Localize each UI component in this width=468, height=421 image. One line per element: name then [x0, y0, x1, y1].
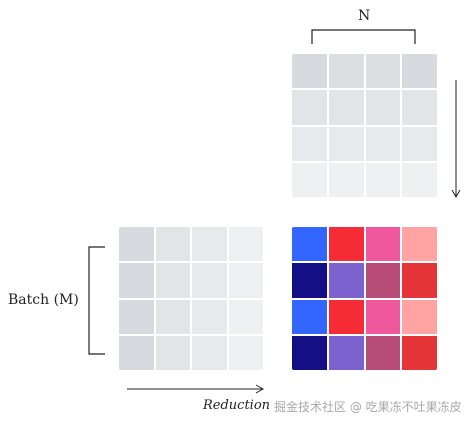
- input-matrix-grid: [119, 227, 263, 370]
- watermark-text: 掘金技术社区 @ 吃果冻不吐果冻皮: [274, 400, 462, 414]
- left-matrix-cell: [192, 263, 227, 298]
- batch-label: Batch (M): [8, 292, 79, 308]
- output-matrix-cell: [328, 227, 364, 262]
- output-matrix-grid: [292, 227, 437, 370]
- left-matrix-cell: [192, 299, 227, 334]
- top-matrix-cell: [365, 162, 401, 197]
- output-matrix-cell: [365, 263, 401, 298]
- output-matrix-cell: [402, 227, 437, 262]
- top-matrix-cell: [328, 54, 364, 89]
- left-matrix-cell: [155, 335, 190, 370]
- top-matrix-cell: [365, 54, 401, 89]
- left-matrix-cell: [228, 227, 263, 262]
- output-matrix-cell: [402, 263, 437, 298]
- top-matrix-cell: [292, 126, 327, 161]
- output-matrix-cell: [402, 335, 437, 370]
- reduction-label: Reduction: [203, 398, 271, 413]
- left-matrix-cell: [192, 335, 227, 370]
- left-matrix-cell: [119, 227, 154, 262]
- output-matrix-cell: [292, 299, 327, 334]
- top-matrix-cell: [402, 126, 437, 161]
- top-matrix-cell: [328, 126, 364, 161]
- output-matrix-cell: [328, 299, 364, 334]
- n-label: N: [358, 8, 371, 24]
- output-matrix-cell: [292, 335, 327, 370]
- left-matrix-cell: [119, 335, 154, 370]
- left-matrix-cell: [228, 263, 263, 298]
- left-matrix-cell: [119, 299, 154, 334]
- batch-bracket: [88, 246, 105, 355]
- output-matrix-cell: [402, 299, 437, 334]
- left-matrix-cell: [228, 299, 263, 334]
- output-matrix-cell: [365, 227, 401, 262]
- left-matrix-cell: [119, 263, 154, 298]
- top-matrix-cell: [292, 162, 327, 197]
- output-matrix-cell: [292, 263, 327, 298]
- right-arrow-head: [255, 384, 265, 394]
- left-matrix-cell: [155, 227, 190, 262]
- output-matrix-cell: [292, 227, 327, 262]
- top-matrix-cell: [292, 90, 327, 125]
- down-arrow-head: [451, 189, 461, 199]
- top-matrix-cell: [328, 162, 364, 197]
- output-matrix-cell: [328, 263, 364, 298]
- left-matrix-cell: [228, 335, 263, 370]
- top-matrix-cell: [402, 90, 437, 125]
- top-matrix-cell: [328, 90, 364, 125]
- output-matrix-cell: [365, 299, 401, 334]
- left-matrix-cell: [192, 227, 227, 262]
- top-matrix-cell: [365, 126, 401, 161]
- top-matrix-cell: [292, 54, 327, 89]
- top-matrix-cell: [365, 90, 401, 125]
- n-bracket: [311, 29, 416, 44]
- left-matrix-cell: [155, 263, 190, 298]
- top-matrix-cell: [402, 54, 437, 89]
- top-matrix-cell: [402, 162, 437, 197]
- output-matrix-cell: [328, 335, 364, 370]
- left-matrix-cell: [155, 299, 190, 334]
- output-matrix-cell: [365, 335, 401, 370]
- weight-matrix-grid: [292, 54, 437, 197]
